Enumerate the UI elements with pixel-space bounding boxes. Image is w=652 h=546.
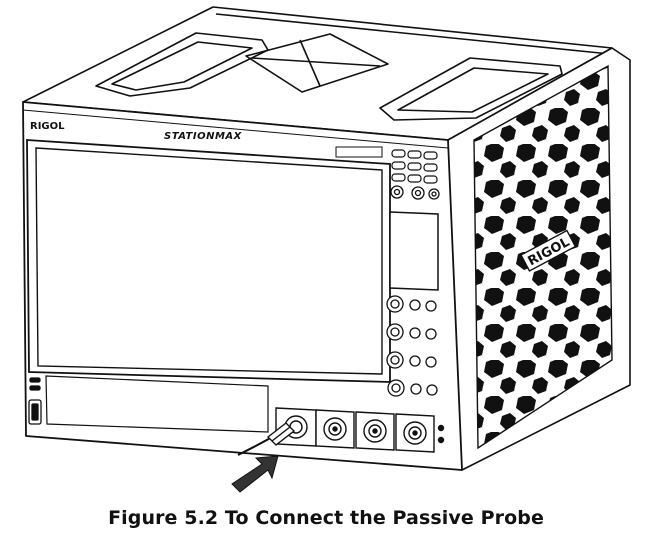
- auxiliary-display: [389, 211, 439, 291]
- bnc-input-row: [275, 407, 445, 453]
- upper-knob-row: [390, 185, 440, 200]
- front-panel: RIGOL STATIONMAX: [22, 101, 463, 471]
- power-controls: [28, 377, 42, 425]
- model-badge: [335, 146, 383, 158]
- side-panel: RIGOL: [447, 47, 631, 471]
- passive-probe: [237, 422, 296, 456]
- model-logo: STATIONMAX: [164, 131, 243, 142]
- lower-bay: [45, 375, 269, 433]
- top-button-row: [391, 149, 438, 184]
- display-screen: [35, 147, 383, 375]
- lower-knob-array: [386, 295, 438, 397]
- top-surface: [22, 6, 613, 141]
- front-brand-logo: RIGOL: [30, 121, 65, 132]
- insert-direction-arrow: [231, 455, 279, 493]
- figure-caption: Figure 5.2 To Connect the Passive Probe: [108, 507, 544, 529]
